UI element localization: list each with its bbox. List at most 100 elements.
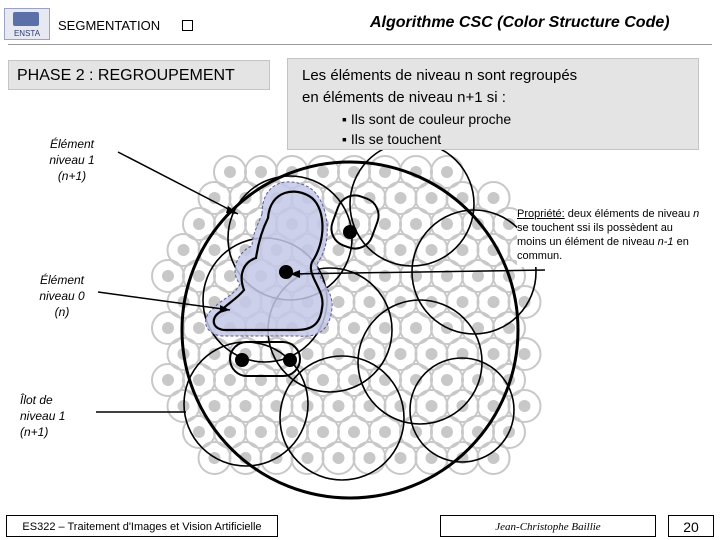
grid-dot bbox=[472, 270, 484, 282]
rule-bullet-text: Ils se touchent bbox=[350, 131, 442, 147]
grid-dot bbox=[224, 426, 236, 438]
footer-author: Jean-Christophe Baillie bbox=[440, 515, 656, 537]
level1-circle bbox=[409, 357, 515, 463]
grid-dot bbox=[379, 166, 391, 178]
element-pixel-dot bbox=[283, 353, 297, 367]
grid-dot bbox=[425, 348, 438, 360]
grid-dot bbox=[487, 348, 500, 360]
grid-circle bbox=[492, 415, 526, 449]
grid-dot bbox=[317, 374, 329, 386]
grid-dot bbox=[456, 244, 469, 256]
element-pixel-dot bbox=[235, 353, 249, 367]
grid-dot bbox=[193, 426, 205, 438]
property-note: Propriété: deux éléments de niveau n se … bbox=[517, 207, 703, 267]
grid-dot bbox=[410, 426, 422, 438]
pointer-lines bbox=[96, 151, 546, 413]
grid-dot bbox=[317, 426, 329, 438]
grid-dot bbox=[410, 322, 422, 334]
grid-dot bbox=[456, 296, 469, 308]
grid-dot bbox=[441, 426, 453, 438]
grid-dot bbox=[208, 400, 221, 412]
grid-dot bbox=[394, 452, 407, 464]
rule-line-2: en éléments de niveau n+1 si : bbox=[302, 89, 506, 106]
grid-dot bbox=[379, 426, 391, 438]
grid-dot bbox=[363, 452, 376, 464]
grid-circle bbox=[507, 285, 542, 319]
grid-dot bbox=[162, 270, 174, 282]
grid-dot bbox=[472, 322, 484, 334]
grid-dot bbox=[193, 322, 205, 334]
grid-circle bbox=[492, 259, 526, 293]
logo-text: ENSTA bbox=[13, 29, 41, 38]
title-divider bbox=[8, 44, 712, 45]
grid-dot bbox=[193, 218, 205, 230]
property-text: deux éléments de niveau bbox=[567, 208, 694, 220]
grid-circle bbox=[507, 389, 542, 423]
grid-dot bbox=[425, 192, 438, 204]
grid-dot bbox=[425, 452, 438, 464]
label-line: Élément bbox=[49, 137, 95, 151]
grid-dot bbox=[425, 296, 438, 308]
label-element-niveau1: Élément niveau 1 (n+1) bbox=[32, 136, 112, 184]
label-line: niveau 0 bbox=[39, 289, 85, 303]
grid-dot bbox=[255, 426, 267, 438]
level1-circle bbox=[279, 355, 405, 481]
footer-course: ES322 – Traitement d'Images et Vision Ar… bbox=[6, 515, 278, 537]
grid-circle bbox=[476, 181, 511, 215]
grid-dot bbox=[379, 322, 391, 334]
level1-circle bbox=[357, 299, 483, 425]
grid-dot bbox=[363, 400, 376, 412]
grid-dot bbox=[394, 192, 407, 204]
element-pixels bbox=[235, 225, 357, 367]
property-title: Propriété: bbox=[517, 208, 565, 220]
section-label: SEGMENTATION bbox=[58, 18, 161, 33]
grid-dot bbox=[286, 426, 298, 438]
grid-dot bbox=[224, 166, 236, 178]
small-element-bottom bbox=[229, 341, 301, 377]
element-pixel-dot bbox=[343, 225, 357, 239]
rule-bullet-2: ▪ Ils se touchent bbox=[342, 131, 441, 147]
grid-dot bbox=[425, 400, 438, 412]
grid-dot bbox=[348, 426, 360, 438]
label-line: (n+1) bbox=[20, 425, 49, 439]
grid-dot bbox=[224, 270, 236, 282]
grid-dot bbox=[208, 348, 221, 360]
grid-dot bbox=[472, 374, 484, 386]
grid-dot bbox=[410, 218, 422, 230]
grid-dot bbox=[379, 374, 391, 386]
label-ilot-niveau1: Îlot de niveau 1 (n+1) bbox=[20, 392, 100, 440]
grid-dot bbox=[363, 348, 376, 360]
property-text: en commun. bbox=[517, 236, 689, 262]
property-var: n bbox=[693, 208, 700, 220]
grid-dot bbox=[348, 322, 360, 334]
grid-circle bbox=[492, 311, 526, 345]
logo-mark-icon bbox=[13, 12, 39, 26]
merged-region-outline bbox=[212, 190, 324, 332]
grid-dot bbox=[518, 400, 531, 412]
grid-dot bbox=[410, 374, 422, 386]
grid-dot bbox=[301, 348, 314, 360]
grid-dot bbox=[394, 400, 407, 412]
grid-dot bbox=[332, 296, 345, 308]
grid-circle bbox=[507, 337, 542, 371]
grid-circle bbox=[430, 155, 464, 189]
grid-dot bbox=[503, 218, 515, 230]
grid-dot bbox=[487, 452, 500, 464]
square-bullet-icon: ▪ bbox=[342, 111, 347, 127]
grid-dot bbox=[255, 166, 267, 178]
grid-dot bbox=[394, 348, 407, 360]
grid-dot bbox=[162, 322, 174, 334]
level1-circle bbox=[349, 141, 475, 267]
grid-dot bbox=[301, 452, 314, 464]
grid-dot bbox=[332, 400, 345, 412]
phase-label: PHASE 2 : REGROUPEMENT bbox=[8, 60, 270, 90]
rule-line-1: Les éléments de niveau n sont regroupés bbox=[302, 67, 578, 84]
grid-dot bbox=[425, 244, 438, 256]
small-element-top-right bbox=[330, 194, 380, 250]
grid-dot bbox=[441, 166, 453, 178]
square-bullet-icon: ▪ bbox=[342, 131, 347, 147]
pointer-arrowheads bbox=[220, 206, 300, 313]
rule-bullet-1: ▪ Ils sont de couleur proche bbox=[342, 111, 511, 127]
grid-dot bbox=[348, 374, 360, 386]
